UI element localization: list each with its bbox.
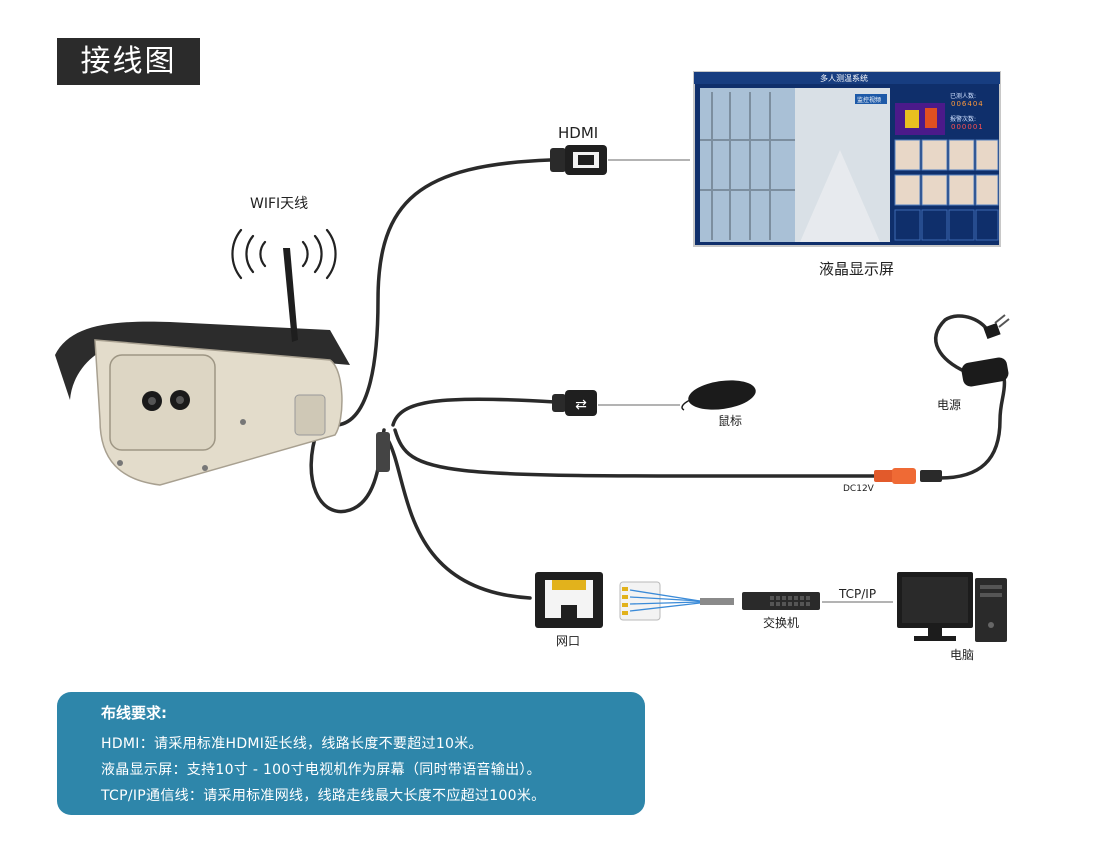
lcd-count-value-2: 000001: [951, 123, 984, 131]
camera-mount: [294, 394, 326, 436]
mouse-label: 鼠标: [718, 414, 743, 428]
page-title: 接线图: [57, 38, 200, 85]
cable-junction: [376, 432, 390, 472]
lcd-count-value-1: 006404: [951, 100, 984, 108]
power-adapter-cable: [938, 358, 1007, 480]
port-label: 网口: [556, 634, 581, 648]
main-cable-loop: [309, 426, 386, 514]
lcd-panel-label: 监控视频: [857, 97, 882, 104]
hdmi-connector: [550, 145, 607, 175]
computer: [897, 572, 1007, 642]
power-plug-cable: [934, 314, 992, 374]
wifi-signal-icon: [231, 228, 337, 280]
requirements-title: 布线要求:: [101, 704, 167, 722]
camera-screw: [117, 460, 123, 466]
lcd-label: 液晶显示屏: [819, 260, 895, 278]
network-switch: [742, 592, 820, 610]
dc-label: DC12V: [843, 484, 874, 494]
rj45-plug: [619, 581, 734, 621]
pc-label: 电脑: [950, 648, 975, 662]
switch-label: 交换机: [763, 616, 800, 630]
lcd-count-label-1: 已测人数:: [950, 93, 977, 100]
requirement-line-tcp: TCP/IP通信线：请采用标准网线，线路走线最大长度不应超过100米。: [101, 788, 546, 804]
dc-power-cable: [393, 428, 877, 478]
camera-front-panel: [109, 354, 216, 451]
wiring-requirements-box: 布线要求: HDMI：请采用标准HDMI延长线，线路长度不要超过10米。 液晶显…: [57, 692, 645, 815]
lcd-heatmap: [895, 103, 945, 135]
requirement-line-hdmi: HDMI：请采用标准HDMI延长线，线路长度不要超过10米。: [101, 736, 483, 752]
wifi-antenna: [231, 228, 337, 342]
lcd-count-label-2: 报警次数:: [950, 116, 977, 123]
tcp-label: TCP/IP: [839, 587, 877, 601]
wifi-antenna-label: WIFI天线: [250, 196, 309, 212]
usb-icon: ⇄: [575, 397, 587, 413]
hdmi-label: HDMI: [558, 124, 599, 142]
lcd-face-grid: [894, 139, 999, 206]
mouse-cable: [391, 397, 557, 427]
hdmi-cable: [328, 158, 552, 427]
power-label: 电源: [937, 398, 962, 412]
lcd-screen-title: 多人测温系统: [820, 74, 868, 83]
rj45-port: [535, 572, 603, 628]
usb-connector: ⇄: [552, 390, 597, 416]
dc-connector: [874, 468, 942, 484]
power-adapter: [961, 314, 1010, 387]
requirement-line-lcd: 液晶显示屏：支持10寸 - 100寸电视机作为屏幕（同时带语音输出）。: [101, 762, 541, 778]
camera: [55, 321, 350, 486]
mouse: [681, 380, 756, 411]
network-cable: [386, 438, 532, 600]
lcd-screen: [693, 71, 1001, 247]
camera-sunshield: [55, 321, 350, 400]
